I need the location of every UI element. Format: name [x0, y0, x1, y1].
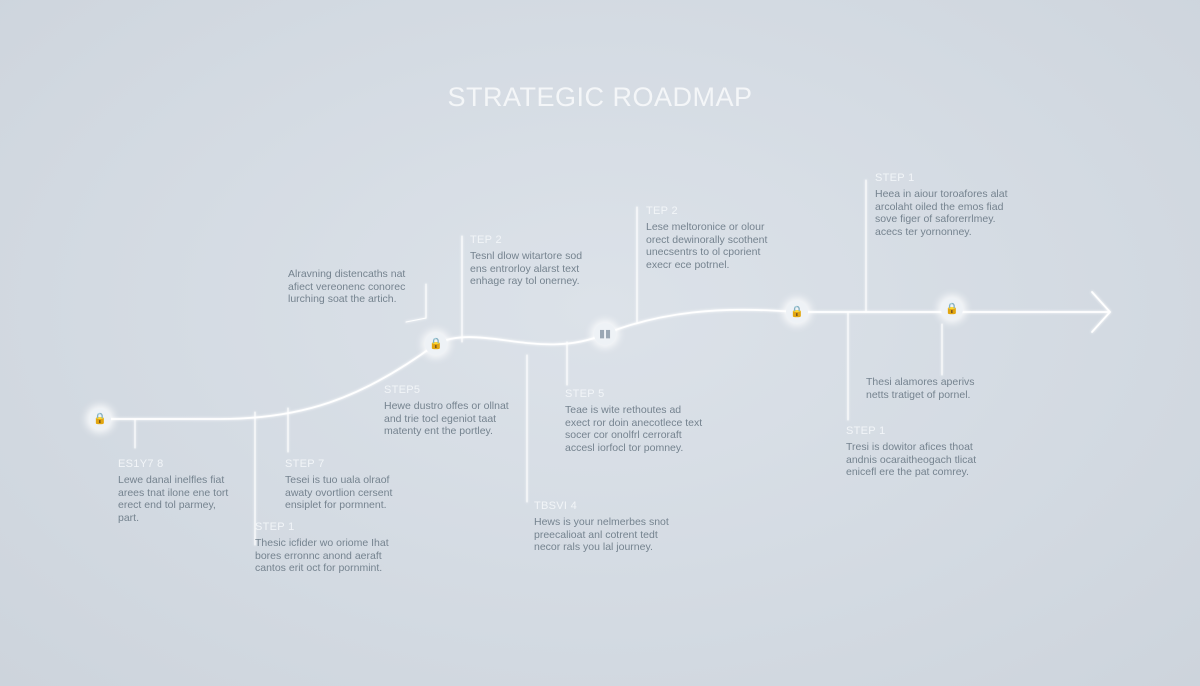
- lock-icon: 🔒: [89, 408, 111, 430]
- document-icon: ▮▮: [594, 323, 616, 345]
- milestone-label: TEP 2 Tesnl dlow witartore sod ens entro…: [470, 234, 583, 287]
- milestone-label: Thesi alamores aperivs netts tratiget of…: [866, 376, 975, 401]
- lock-icon: 🔒: [941, 298, 963, 320]
- milestone-label: STEP 7 Tesei is tuo uala olraof awaty ov…: [285, 458, 393, 511]
- milestone-label: STEP 1 Thesic icfider wo oriome Ihat bor…: [255, 521, 389, 574]
- lock-icon: 🔒: [425, 333, 447, 355]
- milestone-label: ES1Y7 8 Lewe danal inelfles fiat arees t…: [118, 458, 229, 524]
- arrow-head: [1091, 291, 1112, 333]
- milestone-label: STEP 1 Tresi is dowitor afices thoat and…: [846, 425, 977, 478]
- milestone-label: STEP 1 Heea in aiour toroafores alat arc…: [875, 172, 1008, 238]
- milestone-label: STEP5 Hewe dustro offes or ollnat and tr…: [384, 384, 509, 437]
- milestone-label: TEP 2 Lese meltoronice or olour orect de…: [646, 205, 768, 271]
- milestone-label: TBSVI 4 Hews is your nelmerbes snot pree…: [534, 500, 669, 553]
- roadmap-curve: [99, 308, 1109, 420]
- page-title: STRATEGIC ROADMAP: [447, 82, 753, 112]
- milestone-label: STEP 5 Teae is wite rethoutes ad exect r…: [565, 388, 703, 454]
- lock-icon: 🔒: [786, 301, 808, 323]
- milestone-label: Alravning distencaths nat afiect vereone…: [288, 268, 406, 305]
- connector-lines: [134, 179, 943, 546]
